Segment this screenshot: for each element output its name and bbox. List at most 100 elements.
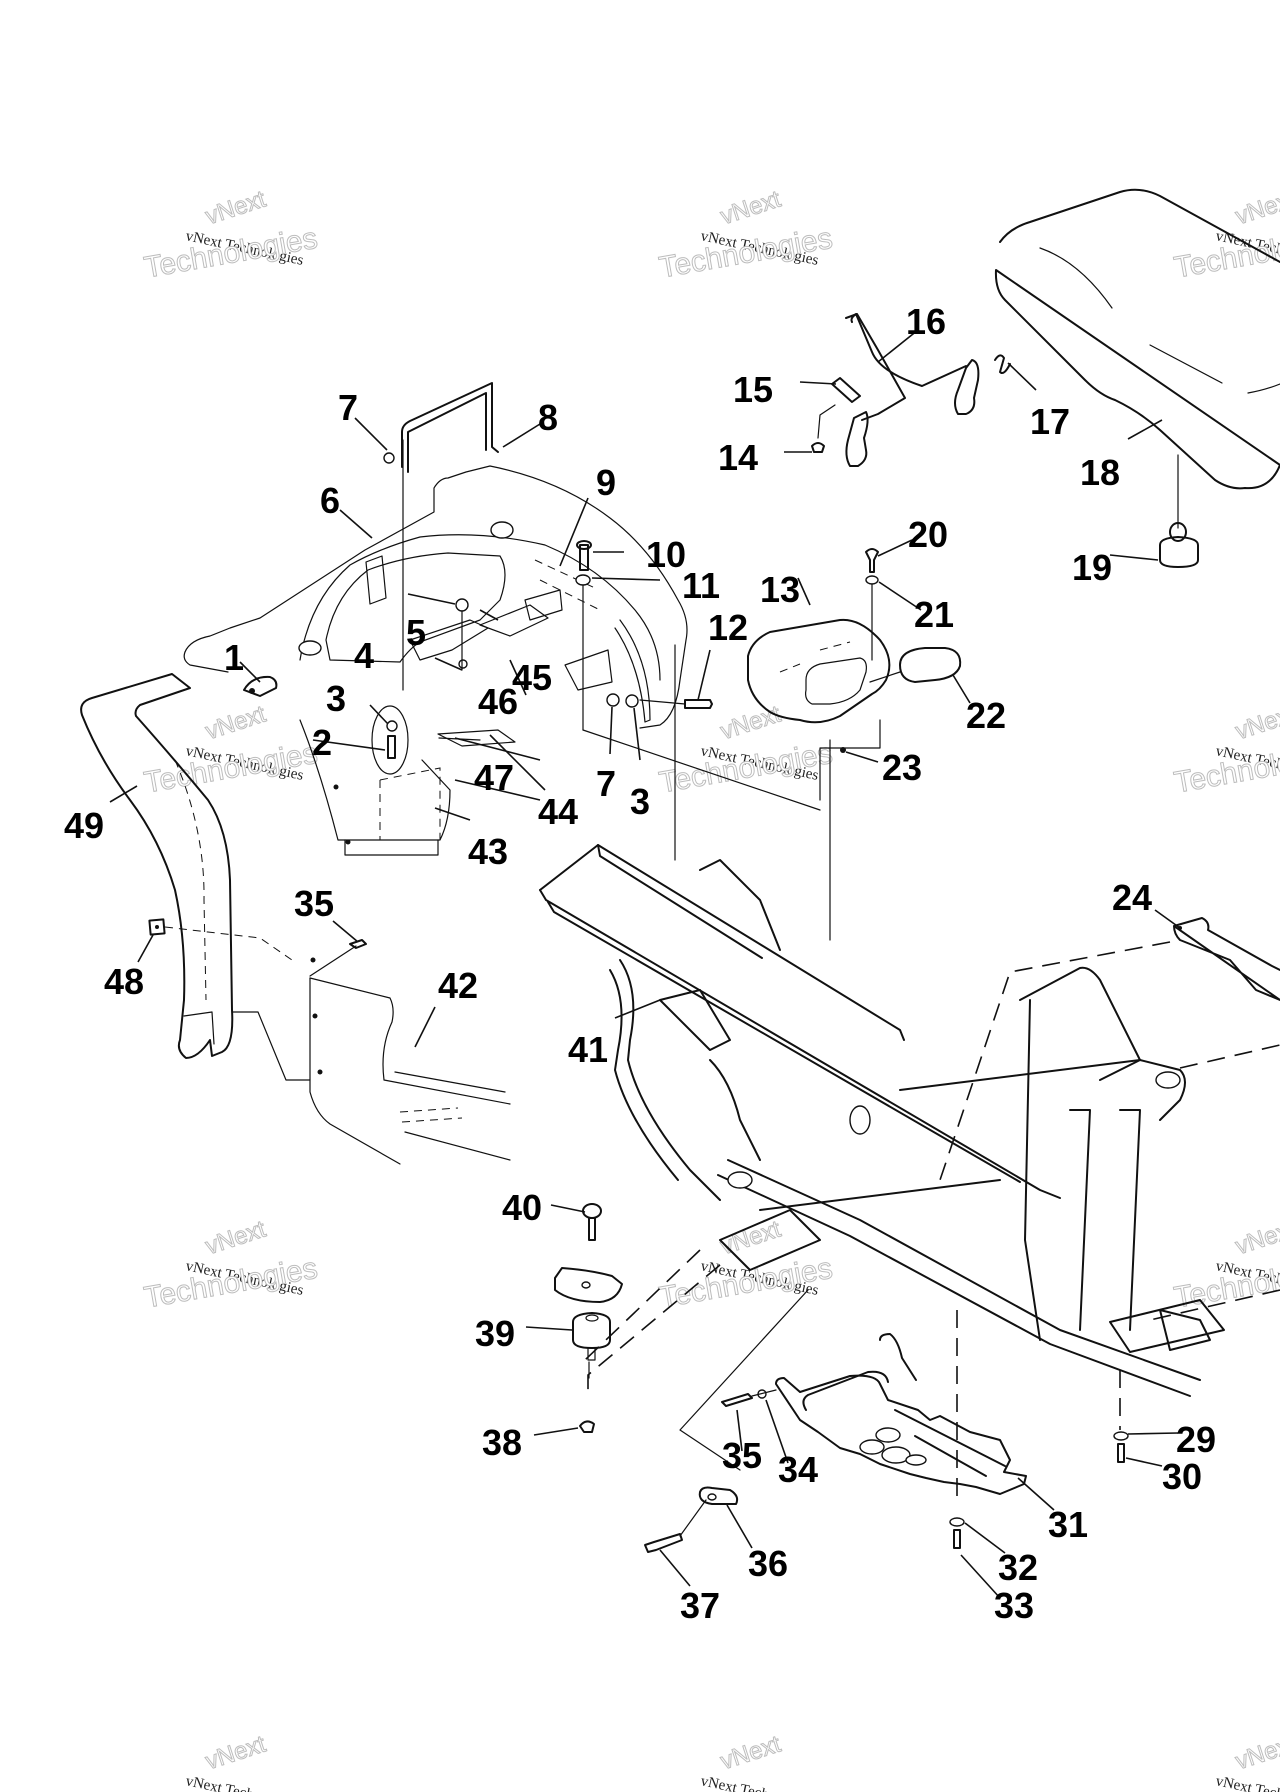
callout-35: 35 bbox=[294, 883, 334, 924]
watermark: vNext vNext Technologies Technologies bbox=[1171, 700, 1280, 800]
callout-32: 32 bbox=[998, 1547, 1038, 1588]
watermark-text-top: vNext bbox=[202, 701, 269, 746]
watermark-text-outline: Technologies bbox=[657, 222, 835, 285]
watermark-text-outline: Technologies bbox=[657, 1252, 835, 1315]
mount-assembly bbox=[554, 1203, 623, 1433]
callout-47: 47 bbox=[474, 757, 514, 798]
callout-15: 15 bbox=[733, 369, 773, 410]
callout-12: 12 bbox=[708, 607, 748, 648]
callout-20: 20 bbox=[908, 514, 948, 555]
callout-24: 24 bbox=[1112, 877, 1152, 918]
seat bbox=[994, 188, 1280, 490]
callout-18: 18 bbox=[1080, 452, 1120, 493]
skid-plate-assembly bbox=[644, 1299, 1225, 1553]
watermark-text: vNext Technologies bbox=[184, 1773, 305, 1792]
seat-latch-assembly bbox=[811, 313, 1011, 467]
callout-21: 21 bbox=[914, 594, 954, 635]
callout-2: 2 bbox=[312, 722, 332, 763]
footrest-assembly bbox=[148, 918, 511, 1165]
callout-49: 49 bbox=[64, 805, 104, 846]
callout-41: 41 bbox=[568, 1029, 608, 1070]
watermark-text-outline: Technologies bbox=[142, 222, 320, 285]
callout-45: 45 bbox=[512, 657, 552, 698]
watermark-text-top: vNext bbox=[1232, 701, 1280, 746]
watermark-layer: vNext vNext Technologies Technologies vN… bbox=[141, 185, 1280, 1792]
watermark-text-top: vNext bbox=[1232, 1216, 1280, 1261]
callout-35: 35 bbox=[722, 1435, 762, 1476]
callout-38: 38 bbox=[482, 1422, 522, 1463]
leader-lines bbox=[109, 329, 1181, 1599]
mud-flap bbox=[299, 719, 451, 856]
callout-1: 1 bbox=[224, 637, 244, 678]
callout-7: 7 bbox=[338, 387, 358, 428]
watermark: vNext vNext Technologies bbox=[699, 1730, 820, 1792]
callout-17: 17 bbox=[1030, 401, 1070, 442]
callout-3: 3 bbox=[326, 678, 346, 719]
callout-8: 8 bbox=[538, 397, 558, 438]
rack-handle bbox=[383, 382, 499, 691]
callout-31: 31 bbox=[1048, 1504, 1088, 1545]
assembly-lines bbox=[584, 644, 1280, 1500]
watermark: vNext vNext Technologies Technologies bbox=[141, 700, 320, 800]
watermark: vNext vNext Technologies bbox=[1214, 1730, 1280, 1792]
callout-43: 43 bbox=[468, 831, 508, 872]
callout-11: 11 bbox=[682, 565, 720, 606]
watermark: vNext vNext Technologies Technologies bbox=[1171, 185, 1280, 285]
fender-fasteners bbox=[243, 598, 469, 775]
callout-labels: 1 2 3 3 4 5 6 7 7 8 9 10 11 12 13 14 15 … bbox=[64, 301, 1216, 1626]
watermark-text-top: vNext bbox=[717, 1731, 784, 1776]
watermark-text-top: vNext bbox=[1232, 186, 1280, 231]
watermark-text-top: vNext bbox=[1232, 1731, 1280, 1776]
callout-10: 10 bbox=[646, 534, 686, 575]
callout-34: 34 bbox=[778, 1449, 818, 1490]
callout-33: 33 bbox=[994, 1585, 1034, 1626]
callout-14: 14 bbox=[718, 437, 758, 478]
callout-19: 19 bbox=[1072, 547, 1112, 588]
rear-fender bbox=[183, 465, 688, 729]
watermark-text-top: vNext bbox=[202, 1731, 269, 1776]
watermark: vNext vNext Technologies Technologies bbox=[656, 1215, 835, 1315]
callout-48: 48 bbox=[104, 961, 144, 1002]
callout-5: 5 bbox=[406, 612, 426, 653]
callout-30: 30 bbox=[1162, 1456, 1202, 1497]
fender-flare bbox=[80, 673, 234, 1059]
callout-29: 29 bbox=[1176, 1419, 1216, 1460]
watermark-text: vNext Technologies bbox=[699, 1773, 820, 1792]
watermark: vNext vNext Technologies bbox=[184, 1730, 305, 1792]
callout-42: 42 bbox=[438, 965, 478, 1006]
taillight-assembly bbox=[747, 548, 962, 801]
callout-39: 39 bbox=[475, 1313, 515, 1354]
callout-36: 36 bbox=[748, 1543, 788, 1584]
callout-7: 7 bbox=[596, 763, 616, 804]
watermark: vNext vNext Technologies Technologies bbox=[656, 185, 835, 285]
watermark: vNext vNext Technologies Technologies bbox=[141, 1215, 320, 1315]
watermark-text: vNext Technologies bbox=[1214, 1773, 1280, 1792]
watermark-text-top: vNext bbox=[202, 186, 269, 231]
callout-22: 22 bbox=[966, 695, 1006, 736]
watermark-text-top: vNext bbox=[717, 701, 784, 746]
frame bbox=[539, 844, 1211, 1397]
liner-fasteners bbox=[575, 540, 821, 811]
watermark-text-outline: Technologies bbox=[142, 737, 320, 800]
callout-4: 4 bbox=[354, 635, 374, 676]
callout-37: 37 bbox=[680, 1585, 720, 1626]
callout-13: 13 bbox=[760, 569, 800, 610]
watermark: vNext vNext Technologies Technologies bbox=[1171, 1215, 1280, 1315]
callout-9: 9 bbox=[596, 462, 616, 503]
watermark-text-outline: Technologies bbox=[142, 1252, 320, 1315]
fender-brackets bbox=[409, 589, 613, 747]
watermark-text-outline: Technologies bbox=[657, 737, 835, 800]
callout-40: 40 bbox=[502, 1187, 542, 1228]
callout-16: 16 bbox=[906, 301, 946, 342]
callout-3: 3 bbox=[630, 781, 650, 822]
bracket-24 bbox=[939, 917, 1280, 1181]
callout-44: 44 bbox=[538, 791, 578, 832]
watermark-text-top: vNext bbox=[717, 186, 784, 231]
watermark: vNext vNext Technologies Technologies bbox=[141, 185, 320, 285]
callout-46: 46 bbox=[478, 681, 518, 722]
callout-6: 6 bbox=[320, 480, 340, 521]
watermark-text-top: vNext bbox=[202, 1216, 269, 1261]
callout-23: 23 bbox=[882, 747, 922, 788]
watermark: vNext vNext Technologies Technologies bbox=[656, 700, 835, 800]
